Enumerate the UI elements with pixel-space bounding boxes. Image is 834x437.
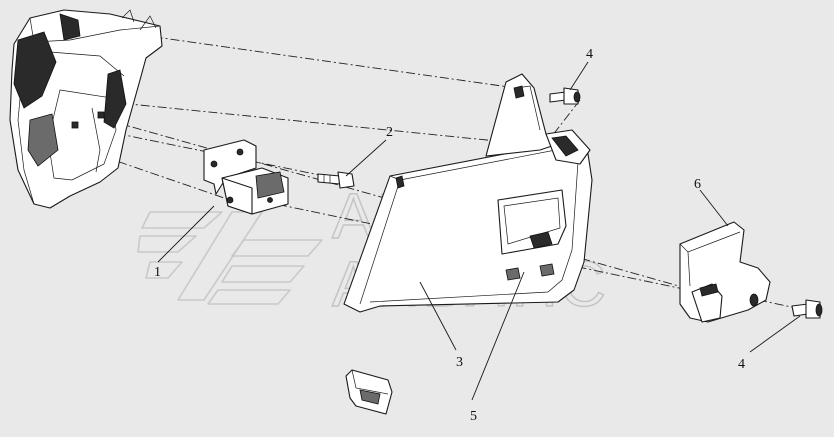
callout-3: 3 [456,355,463,370]
watermark-logo [137,211,323,305]
cab-side-panel [9,9,163,209]
part-4-screw-top [549,87,581,105]
callout-5: 5 [470,409,477,424]
part-5-clip [345,369,393,415]
callout-4-top: 4 [586,47,593,62]
callout-2: 2 [386,125,393,140]
leader-lines [157,61,801,401]
callout-6: 6 [694,177,701,192]
part-1-bracket [203,139,289,215]
part-2-bolt [317,171,355,189]
part-3-housing [343,73,593,313]
part-6-end-cap [679,221,771,323]
callout-1: 1 [154,265,161,280]
callout-4-right: 4 [738,357,745,372]
part-4-screw-right [791,299,823,319]
callouts: 1 2 3 4 4 5 6 [154,47,745,424]
